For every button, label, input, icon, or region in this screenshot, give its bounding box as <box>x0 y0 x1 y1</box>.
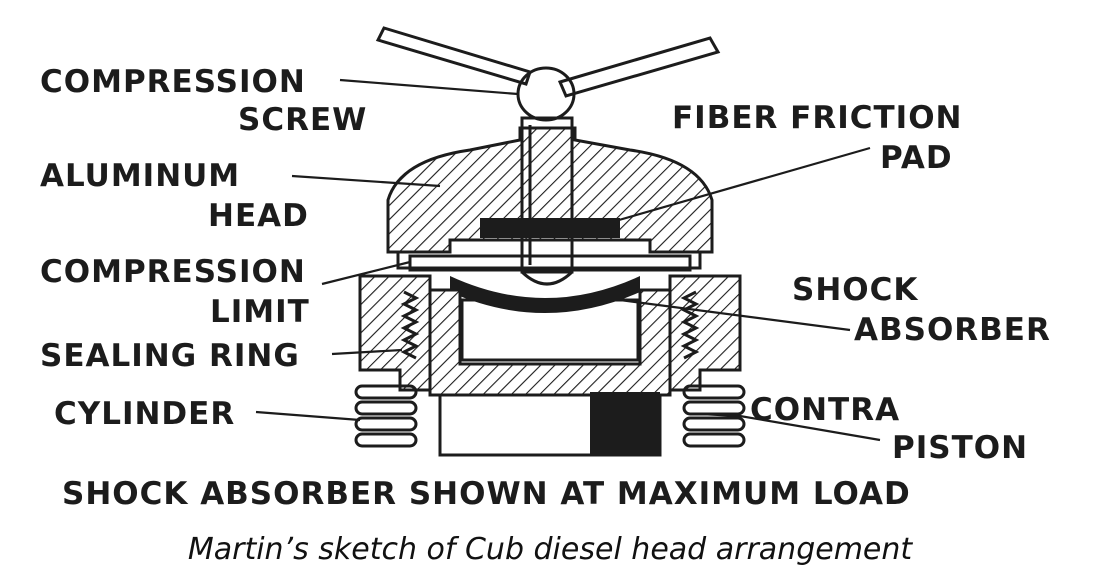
compression-screw-part <box>520 116 574 286</box>
leader-compression-screw <box>339 78 519 96</box>
leader-fiber-pad <box>611 146 871 224</box>
label-sealing-ring: SEALING RING <box>40 338 300 374</box>
fiber-pad-part <box>480 218 620 238</box>
label-shock-absorber-2: ABSORBER <box>854 312 1051 348</box>
figure-caption: Martin’s sketch of Cub diesel head arran… <box>187 532 913 567</box>
label-contra-piston-2: PISTON <box>892 430 1028 466</box>
leader-aluminum-head <box>291 174 441 188</box>
aluminum-head-part <box>386 126 714 254</box>
head-arrangement-diagram: COMPRESSION SCREW FIBER FRICTION PAD ALU… <box>40 26 1051 512</box>
label-compression-limit-1: COMPRESSION <box>40 254 306 290</box>
label-compression-screw-2: SCREW <box>238 102 367 138</box>
shock-absorber-plate <box>450 276 640 313</box>
label-fiber-friction-pad-2: PAD <box>880 140 953 176</box>
cylinder-fins <box>354 384 746 457</box>
leader-lines <box>255 78 881 442</box>
leader-compression-limit <box>321 260 411 286</box>
label-fiber-friction-pad-1: FIBER FRICTION <box>672 100 963 136</box>
leader-sealing-ring <box>331 348 403 356</box>
t-handle <box>375 26 721 122</box>
label-compression-screw-1: COMPRESSION <box>40 64 306 100</box>
leader-cylinder <box>255 410 361 422</box>
label-aluminum-head-2: HEAD <box>208 198 309 234</box>
label-shock-absorber-1: SHOCK <box>792 272 918 308</box>
label-compression-limit-2: LIMIT <box>210 294 310 330</box>
diagram-title: SHOCK ABSORBER SHOWN AT MAXIMUM LOAD <box>62 476 911 512</box>
leader-shock-absorber <box>619 298 851 332</box>
label-contra-piston-1: CONTRA <box>750 392 900 428</box>
label-aluminum-head-1: ALUMINUM <box>40 158 240 194</box>
label-cylinder: CYLINDER <box>54 396 235 432</box>
leader-contra-piston <box>699 412 881 442</box>
